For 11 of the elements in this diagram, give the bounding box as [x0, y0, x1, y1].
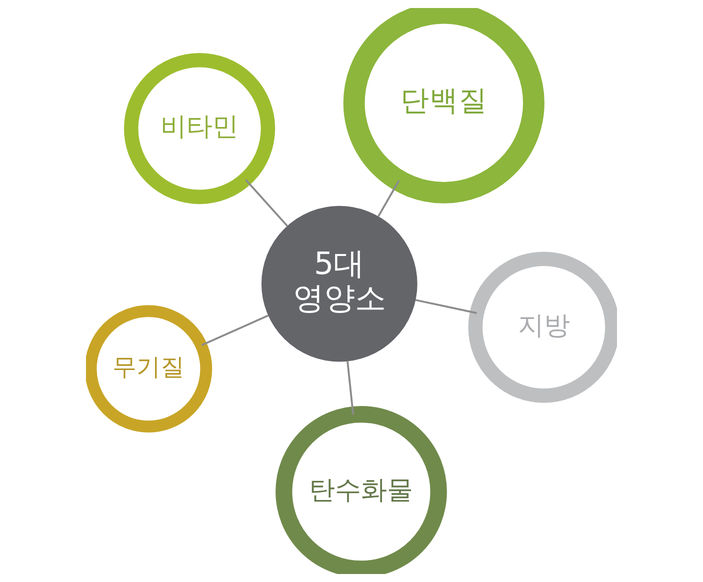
node-circle: 탄수화물	[276, 406, 447, 574]
connector	[415, 299, 477, 314]
node-circle: 무기질	[86, 305, 212, 432]
node-circle: 단백질	[343, 8, 544, 204]
connector	[201, 314, 269, 346]
connector	[244, 179, 288, 227]
node-circle: 비타민	[124, 52, 276, 204]
node-circle: 지방	[468, 252, 617, 403]
connector	[346, 361, 354, 415]
connector	[377, 180, 400, 217]
node-circle: 5대 영양소	[261, 206, 418, 362]
